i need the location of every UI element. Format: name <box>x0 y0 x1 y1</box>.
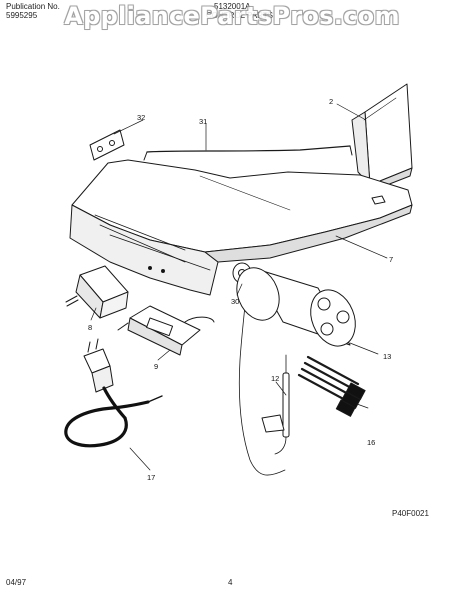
part-32-plate <box>89 129 125 161</box>
callout-16: 16 <box>367 438 375 447</box>
callout-7: 7 <box>389 255 393 264</box>
callout-labels: 2 31 32 7 30 13 8 9 12 16 17 <box>88 97 393 482</box>
footer-date: 04/97 <box>6 578 27 587</box>
page-number: 4 <box>228 578 233 587</box>
publication-label: Publication No. <box>6 2 60 11</box>
callout-13: 13 <box>383 352 391 361</box>
callout-17: 17 <box>147 473 155 482</box>
callout-9: 9 <box>154 362 158 371</box>
part-13-capacitor <box>236 267 356 347</box>
part-17-power-cord <box>64 338 163 448</box>
part-12-thermostat <box>261 354 290 455</box>
part-8-switch <box>65 265 129 319</box>
section-title: CONTROL PARTS <box>206 11 273 20</box>
callout-8: 8 <box>88 323 92 332</box>
leader-lines <box>90 103 388 471</box>
part-9-selector <box>117 305 215 356</box>
callout-12: 12 <box>271 374 279 383</box>
callout-32: 32 <box>137 113 145 122</box>
part-16-wire-harness <box>297 355 366 417</box>
callout-31: 31 <box>199 117 207 126</box>
part-31-wire <box>143 145 353 161</box>
model-number: 5132001A <box>214 2 251 11</box>
publication-number: 5995295 <box>6 11 38 20</box>
callout-2: 2 <box>329 97 333 106</box>
part-2-bracket <box>351 83 413 191</box>
callout-30: 30 <box>231 297 239 306</box>
figure-id: P40F0021 <box>392 509 429 518</box>
part-7-control-panel <box>69 159 413 296</box>
